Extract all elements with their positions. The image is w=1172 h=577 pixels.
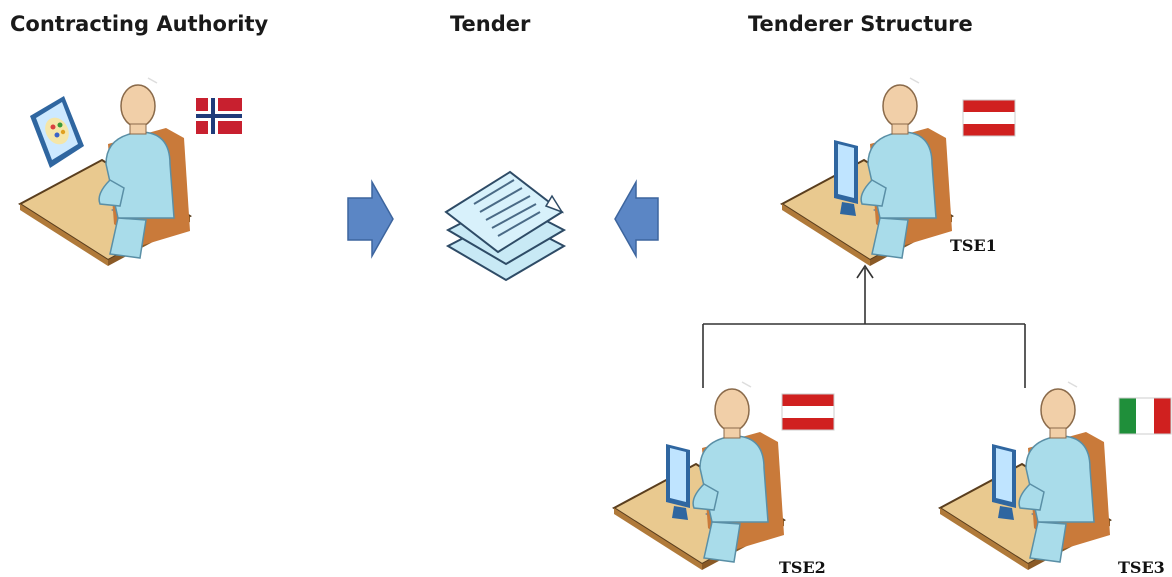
tse2-label: TSE2 [779, 558, 826, 577]
connector-lines [702, 264, 1026, 388]
tse1-label: TSE1 [950, 236, 997, 255]
austria-flag-icon [781, 393, 835, 431]
tender-heading: Tender [450, 12, 531, 36]
document-stack-icon [444, 170, 567, 282]
norway-flag-icon [196, 98, 242, 134]
tenderer-structure-heading: Tenderer Structure [748, 12, 973, 36]
left-arrow-icon [614, 179, 659, 259]
tse1-figure [781, 77, 953, 267]
tse3-figure [939, 381, 1111, 571]
austria-flag-icon [962, 99, 1016, 137]
tse2-figure [613, 381, 785, 571]
contracting-authority-heading: Contracting Authority [10, 12, 269, 36]
italy-flag-icon [1118, 397, 1172, 435]
tse3-label: TSE3 [1118, 558, 1165, 577]
right-arrow-icon [347, 179, 394, 259]
contracting-authority-figure [19, 77, 191, 267]
